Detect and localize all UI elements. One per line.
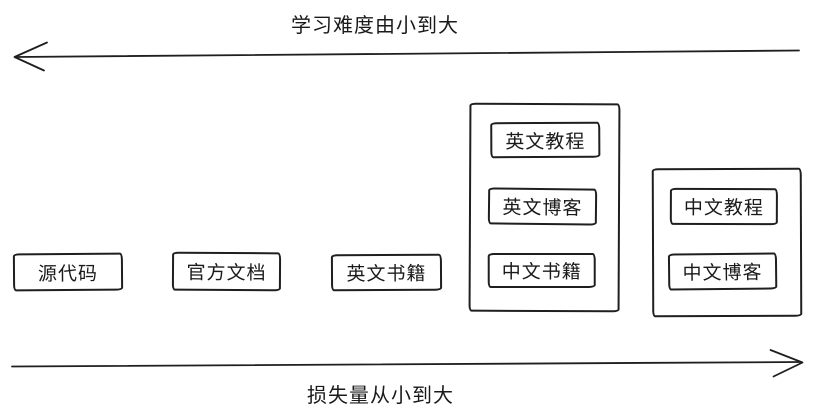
bottom-axis-label: 损失量从小到大 — [307, 385, 454, 407]
node-chinese-tutorials: 中文教程 — [669, 187, 778, 226]
node-english-blogs: 英文博客 — [487, 187, 598, 226]
node-chinese-blogs-label: 中文博客 — [682, 262, 763, 285]
node-english-blogs-label: 英文博客 — [502, 197, 583, 220]
top-axis-label: 学习难度由小到大 — [291, 15, 459, 37]
group-english-resources: 英文教程 英文博客 中文书籍 — [468, 102, 621, 313]
node-english-tutorials: 英文教程 — [490, 121, 601, 159]
node-chinese-books-label: 中文书籍 — [501, 261, 582, 284]
group-chinese-resources: 中文教程 中文博客 — [651, 167, 803, 318]
node-chinese-books: 中文书籍 — [487, 252, 596, 289]
node-source-code: 源代码 — [12, 252, 124, 292]
node-chinese-tutorials-label: 中文教程 — [683, 197, 764, 220]
node-chinese-blogs: 中文博客 — [667, 252, 778, 291]
node-english-tutorials-label: 英文教程 — [505, 131, 586, 153]
node-english-books-label: 英文书籍 — [346, 263, 427, 286]
node-english-books: 英文书籍 — [330, 253, 443, 292]
right-arrow-icon — [11, 349, 804, 378]
left-arrow-icon — [13, 41, 800, 72]
node-official-docs-label: 官方文档 — [186, 262, 267, 285]
node-official-docs: 官方文档 — [171, 251, 282, 292]
node-source-code-label: 源代码 — [37, 263, 99, 285]
